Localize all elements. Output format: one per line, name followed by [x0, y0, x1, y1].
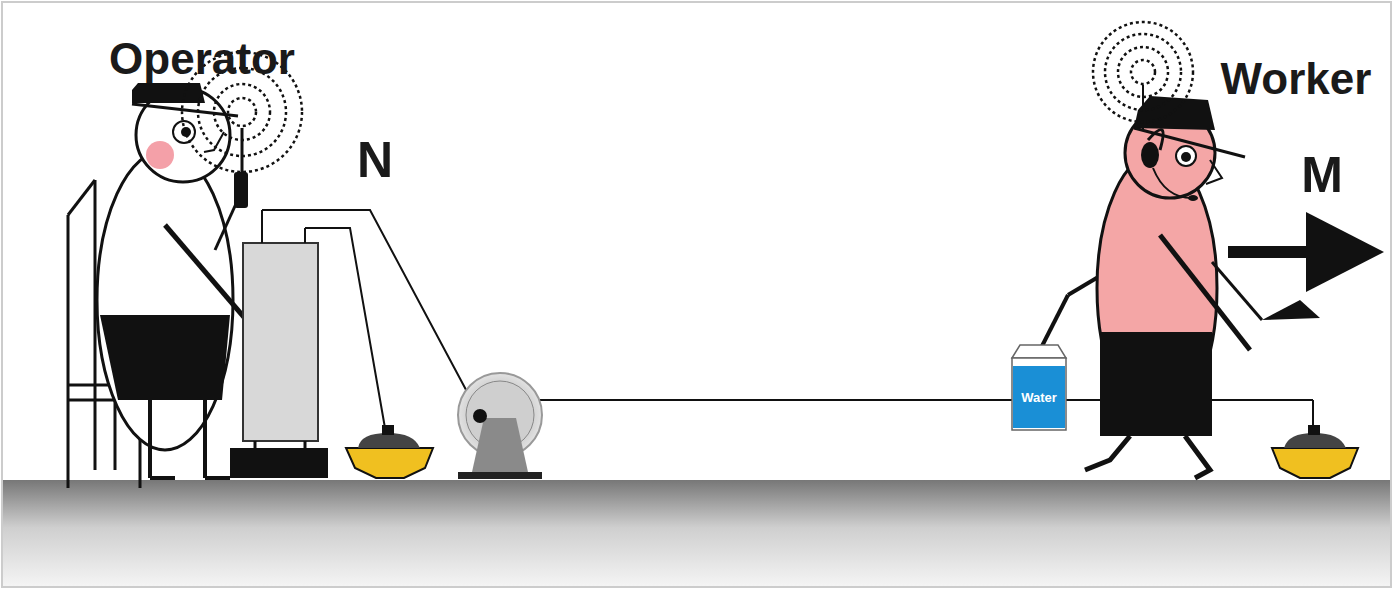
radio-waves	[1093, 22, 1193, 122]
electrode	[1272, 425, 1358, 478]
figure-label: Operator	[109, 37, 295, 81]
ground	[3, 480, 1390, 586]
electrode-label: N	[357, 135, 393, 185]
node-text: Water	[1021, 390, 1057, 405]
measuring-instrument	[230, 210, 328, 478]
operator-figure	[97, 83, 255, 478]
cable-reel	[458, 373, 542, 479]
direction-arrow	[1228, 212, 1384, 292]
water-carton-label: Water	[1013, 366, 1065, 428]
water-carton	[1012, 345, 1066, 430]
electrode	[346, 425, 433, 478]
figure-label: Worker	[1221, 57, 1372, 101]
worker-figure	[1040, 85, 1320, 478]
electrode-label: M	[1301, 150, 1343, 200]
